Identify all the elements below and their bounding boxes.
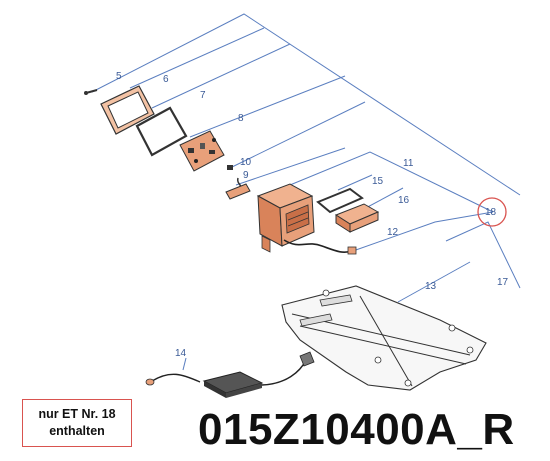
- callout-9: 9: [243, 170, 249, 181]
- part-11-housing: [256, 183, 315, 253]
- part-12-cable: [283, 239, 357, 255]
- callout-14: 14: [175, 348, 187, 359]
- callout-12: 12: [387, 227, 399, 238]
- callout-15: 15: [372, 176, 384, 187]
- callout-11: 11: [403, 158, 414, 169]
- notice-line-1: nur ET Nr. 18: [38, 407, 116, 421]
- notice-box: nur ET Nr. 18 enthalten: [22, 399, 132, 447]
- callout-labels: 5 6 7 8 9 10 11 12 13 14 15 16 17 18: [116, 71, 509, 359]
- callout-17: 17: [497, 277, 509, 288]
- part-number: 015Z10400A_R: [198, 405, 515, 454]
- callout-5: 5: [116, 71, 122, 82]
- part-13-base-plate: [281, 285, 487, 391]
- part-16-cover: [334, 203, 380, 233]
- part-9-bracket: [225, 177, 251, 200]
- callout-13: 13: [425, 281, 437, 292]
- part-14-power-adapter: [145, 351, 315, 398]
- notice-line-2: enthalten: [49, 424, 105, 438]
- part-15-seal: [316, 187, 364, 214]
- callout-8: 8: [238, 113, 244, 124]
- callout-10: 10: [240, 157, 252, 168]
- part-8-circuit-board: [179, 130, 225, 172]
- part-7-gasket: [135, 106, 188, 157]
- callout-6: 6: [163, 74, 169, 85]
- callout-18: 18: [485, 207, 497, 218]
- callout-16: 16: [398, 195, 410, 206]
- callout-18-highlight-circle: [477, 197, 507, 227]
- callout-7: 7: [200, 90, 206, 101]
- part-6-frame: [100, 85, 155, 135]
- part-5-screw: [84, 89, 98, 95]
- part-10-plug: [227, 165, 233, 170]
- leader-lines: [91, 13, 521, 371]
